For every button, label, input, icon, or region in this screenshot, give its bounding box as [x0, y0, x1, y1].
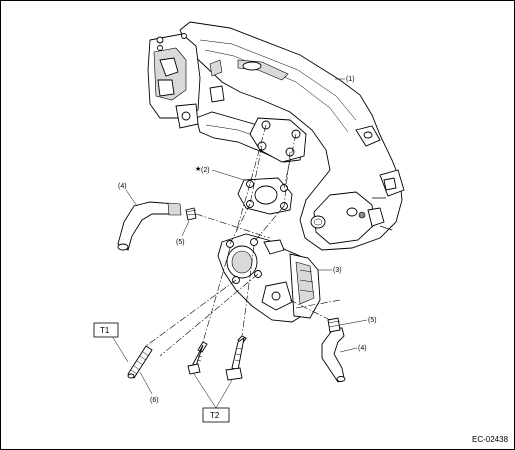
callout-5a: (5) [176, 239, 185, 246]
torque-box-t2: T2 [202, 407, 230, 423]
throttle-body [217, 233, 321, 323]
alignment-lines [145, 124, 341, 357]
gasket [237, 177, 293, 215]
callout-2: (2) [201, 167, 210, 174]
figure-code: EC-02438 [472, 435, 509, 444]
leader-4b [339, 347, 358, 353]
callout-4a: (4) [118, 183, 127, 190]
leader-t1 [111, 335, 129, 363]
callout-5b: (5) [368, 317, 377, 324]
intake-manifold [147, 21, 405, 251]
callout-6: (6) [150, 397, 159, 404]
leader-5a [181, 220, 190, 237]
stud-bolt [127, 345, 153, 379]
leader-4a [125, 189, 138, 207]
leader-5b [339, 319, 368, 326]
callout-3: (3) [333, 267, 342, 274]
bolt-right [225, 335, 247, 381]
bolt-left [187, 341, 208, 375]
clamp-upper [185, 207, 197, 221]
callout-4b: (4) [358, 345, 367, 352]
torque-label-t2: T2 [210, 411, 220, 420]
hose-lower [321, 327, 346, 383]
leader-t2-left [193, 373, 217, 409]
leader-6 [139, 371, 153, 395]
torque-label-t1: T1 [100, 326, 110, 335]
clamp-lower [327, 317, 341, 333]
leader-2 [211, 169, 245, 181]
leader-t2-right [215, 379, 233, 409]
hose-upper [117, 201, 182, 251]
callout-1: (1) [346, 76, 355, 83]
torque-box-t1: T1 [93, 322, 119, 338]
star-mark: ★ [195, 165, 201, 173]
